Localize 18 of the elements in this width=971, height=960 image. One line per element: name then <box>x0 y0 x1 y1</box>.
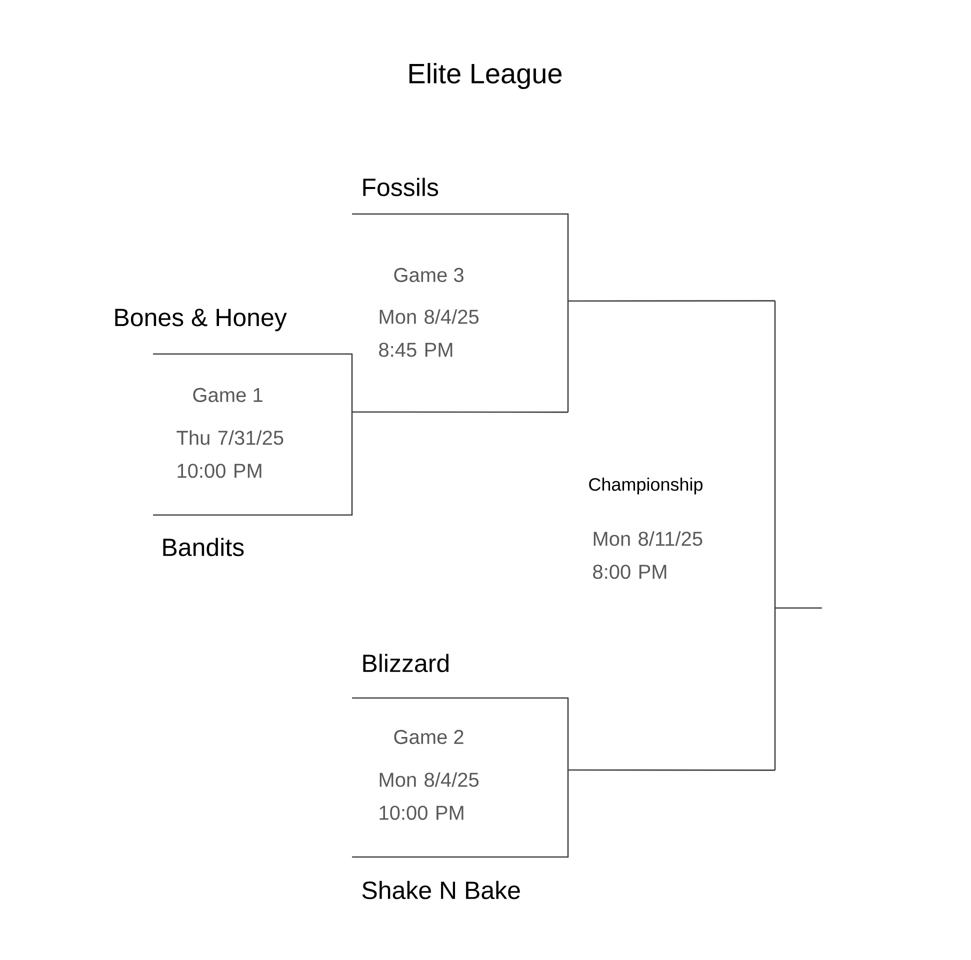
bracket-connector <box>568 769 776 771</box>
team-name: Blizzard <box>363 654 448 672</box>
team-name: Shake N Bake <box>362 880 520 900</box>
team-name: Bandits <box>163 538 244 556</box>
game-label: Game 3 <box>394 268 464 282</box>
bracket-connector <box>352 411 568 413</box>
game-time: Thu 7/31/25 10:00 PM <box>176 430 284 478</box>
game-time: Mon 8/4/25 8:45 PM <box>379 309 479 357</box>
game-label: Game 2 <box>394 730 464 744</box>
title: Elite League <box>409 62 562 90</box>
team-name: Bones & Honey <box>115 308 287 332</box>
game-label: Game 1 <box>193 388 262 402</box>
bracket-connector <box>568 300 776 302</box>
game-time: Mon 8/4/25 10:00 PM <box>380 772 479 820</box>
team-name: Fossils <box>363 178 438 196</box>
game-time: Mon 8/11/25 8:00 PM <box>593 531 702 579</box>
game-label: Championship <box>589 478 702 494</box>
bracket-connector <box>775 607 822 609</box>
